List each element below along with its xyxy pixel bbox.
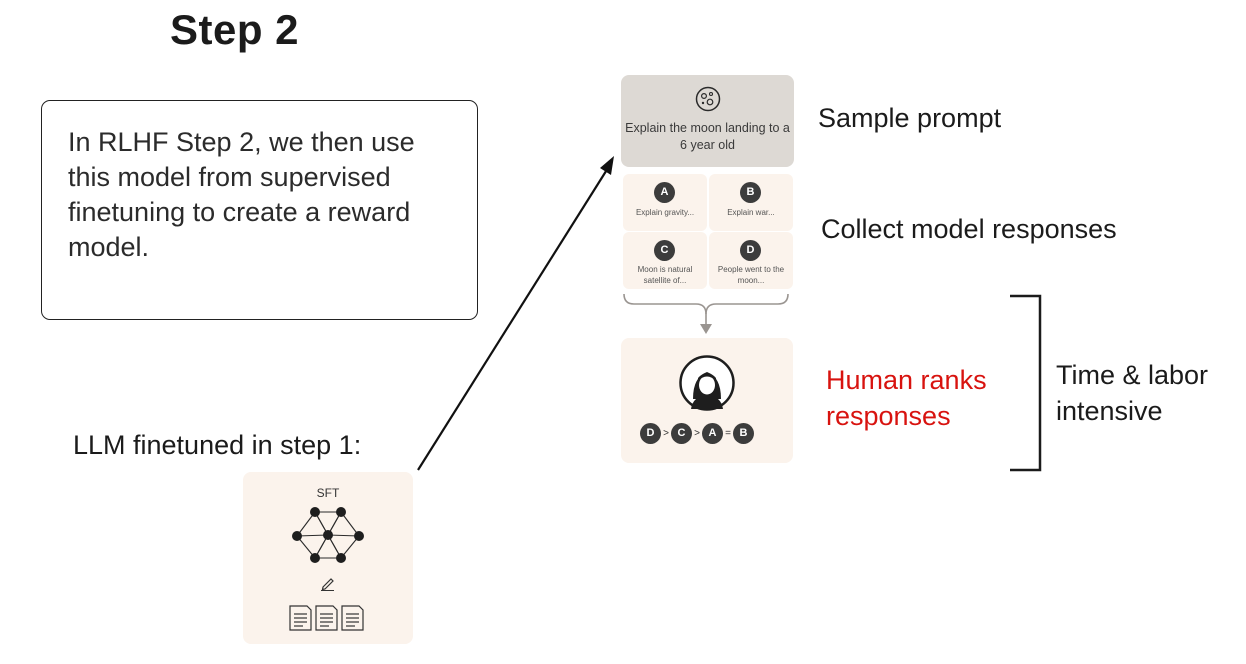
- rank-badge: C: [671, 422, 692, 444]
- collect-responses-label: Collect model responses: [821, 214, 1117, 244]
- human-ranking-card: D > C > A = B: [621, 338, 793, 463]
- person-avatar-icon: [679, 355, 735, 411]
- rank-operator: >: [694, 427, 700, 439]
- ranking-order: D > C > A = B: [640, 422, 754, 444]
- time-bracket: [1010, 294, 1042, 472]
- response-card-d: D People went to the moon...: [709, 232, 793, 289]
- explanation-text: In RLHF Step 2, we then use this model f…: [68, 127, 415, 262]
- merge-bracket: [623, 293, 789, 334]
- page-title: Step 2: [170, 6, 300, 53]
- response-badge: B: [740, 182, 761, 203]
- response-text: People went to the moon...: [717, 265, 785, 285]
- llm-label: LLM finetuned in step 1:: [73, 430, 362, 460]
- response-badge: D: [740, 240, 761, 261]
- rank-badge: D: [640, 422, 661, 444]
- rank-operator: =: [725, 427, 731, 439]
- explanation-box: In RLHF Step 2, we then use this model f…: [41, 100, 478, 320]
- document-icon: [289, 605, 364, 631]
- rank-badge: A: [702, 422, 723, 444]
- rank-operator: >: [663, 427, 669, 439]
- response-card-a: A Explain gravity...: [623, 174, 707, 231]
- response-badge: C: [654, 240, 675, 261]
- sft-model-card: SFT: [243, 472, 413, 644]
- time-labor-label: Time & labor intensive: [1056, 360, 1209, 426]
- response-text: Explain war...: [727, 208, 775, 217]
- moon-icon: [695, 86, 721, 112]
- response-badge: A: [654, 182, 675, 203]
- response-card-b: B Explain war...: [709, 174, 793, 231]
- sample-prompt-label: Sample prompt: [818, 103, 1002, 133]
- response-text: Moon is natural satellite of...: [637, 265, 693, 285]
- neural-network-icon: [292, 507, 364, 563]
- rank-badge: B: [733, 422, 754, 444]
- human-ranks-label: Human ranks responses: [826, 365, 987, 431]
- response-card-c: C Moon is natural satellite of...: [623, 232, 707, 289]
- response-text: Explain gravity...: [635, 208, 695, 217]
- sample-prompt-card: Explain the moon landing to a 6 year old: [621, 75, 794, 167]
- prompt-text: Explain the moon landing to a 6 year old: [625, 121, 790, 152]
- pencil-icon: [321, 578, 334, 591]
- sft-label: SFT: [316, 486, 340, 500]
